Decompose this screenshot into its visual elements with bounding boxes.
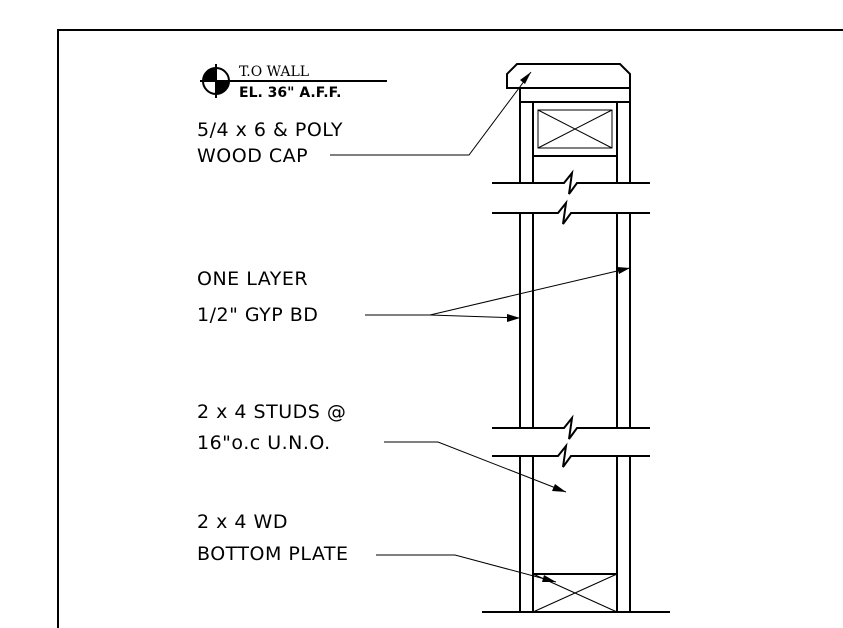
callout-wood-cap-line1: 5/4 x 6 & POLY (197, 119, 343, 141)
callout-bottom-plate: 2 x 4 WD BOTTOM PLATE (197, 511, 557, 583)
callout-studs-line2: 16"o.c U.N.O. (197, 432, 331, 454)
break-line-lower (492, 414, 650, 468)
top-plate-block (519, 87, 631, 157)
callout-gyp-board: ONE LAYER 1/2" GYP BD (197, 267, 631, 326)
callout-gyp-line2: 1/2" GYP BD (197, 304, 318, 326)
callout-studs-line1: 2 x 4 STUDS @ (197, 401, 346, 423)
wall-lines (519, 102, 631, 612)
callout-studs: 2 x 4 STUDS @ 16"o.c U.N.O. (197, 401, 567, 493)
wood-cap (506, 63, 631, 89)
callout-plate-line1: 2 x 4 WD (197, 511, 288, 533)
elevation-marker: T.O WALL EL. 36" A.F.F. (200, 64, 387, 101)
elevation-bottom-text: EL. 36" A.F.F. (239, 85, 341, 101)
drawing-border (57, 29, 843, 628)
callout-gyp-line1: ONE LAYER (197, 268, 308, 290)
callout-wood-cap: 5/4 x 6 & POLY WOOD CAP (197, 71, 532, 167)
callout-wood-cap-line2: WOOD CAP (197, 145, 308, 167)
callout-plate-line2: BOTTOM PLATE (197, 543, 349, 565)
elevation-top-text: T.O WALL (239, 64, 309, 80)
break-line-upper (492, 169, 650, 225)
